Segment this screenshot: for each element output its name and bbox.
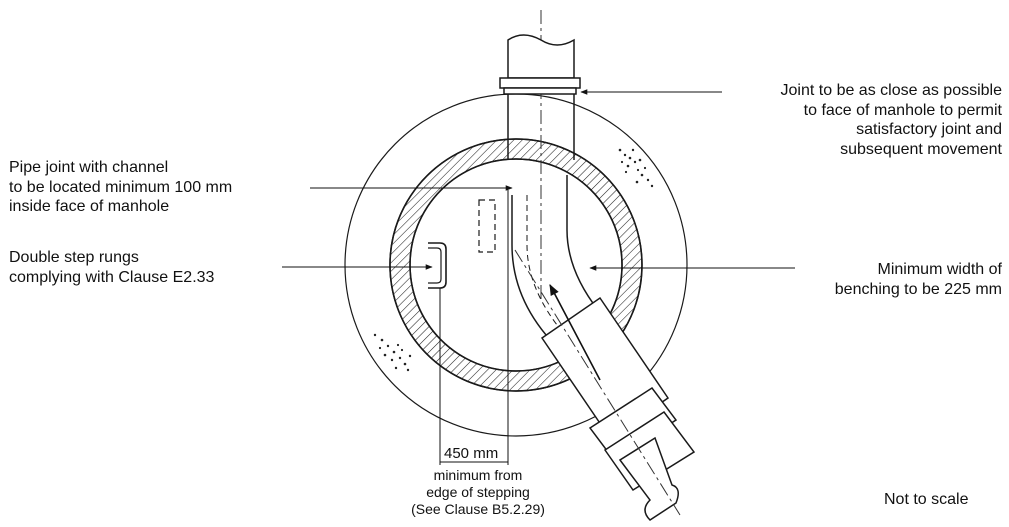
- joint-close-line-3: satisfactory joint and: [856, 121, 1002, 138]
- pipe-joint-line-2: to be located minimum 100 mm: [9, 178, 233, 196]
- outlet-pipe: [540, 296, 696, 521]
- pipe-joint-line-1: Pipe joint with channel: [9, 159, 169, 176]
- benching-line-2: benching to be 225 mm: [834, 280, 1002, 298]
- joint-close-note: Joint to be as close as possible to face…: [690, 81, 1002, 159]
- outlet-centreline: [514, 249, 681, 516]
- top-pipe: [499, 34, 581, 160]
- joint-close-line-2: to face of manhole to permit: [803, 101, 1002, 119]
- minimum-from-note: minimum from edge of stepping (See Claus…: [408, 467, 548, 518]
- speckle-bottom-left: [373, 333, 412, 372]
- speckle-top-right: [618, 148, 654, 188]
- benching-line-1: Minimum width of: [877, 261, 1002, 278]
- step-rungs: [428, 242, 447, 289]
- benching-note: Minimum width of benching to be 225 mm: [760, 260, 1002, 299]
- scale-note: Not to scale: [884, 491, 969, 508]
- joint-close-line-4: subsequent movement: [840, 140, 1002, 158]
- minimum-from-line-2: edge of stepping: [426, 484, 530, 500]
- joint-close-line-1: Joint to be as close as possible: [780, 82, 1002, 99]
- minimum-from-line-3: (See Clause B5.2.29): [411, 501, 545, 517]
- minimum-from-line-1: minimum from: [433, 467, 523, 483]
- dimension-label: 450 mm: [444, 445, 499, 462]
- pipe-joint-line-3: inside face of manhole: [9, 198, 170, 215]
- pipe-joint-note: Pipe joint with channel to be located mi…: [9, 158, 232, 217]
- step-rungs-line-1: Double step rungs: [9, 249, 139, 266]
- step-rungs-line-2: complying with Clause E2.33: [9, 268, 215, 286]
- step-rungs-note: Double step rungs complying with Clause …: [9, 248, 214, 287]
- channel: [511, 175, 599, 346]
- pipe-joint-box: [478, 199, 496, 253]
